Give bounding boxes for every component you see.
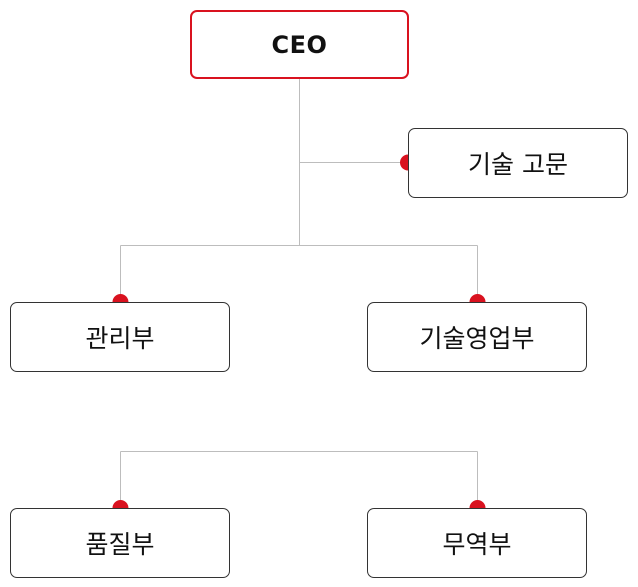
ceo-box: CEO: [190, 10, 409, 79]
management-department-label: 관리부: [85, 324, 155, 353]
ceo-label: CEO: [271, 30, 328, 59]
quality-department-label: 품질부: [85, 530, 155, 559]
quality-department-box: 품질부: [10, 508, 230, 578]
technical-advisor-label: 기술 고문: [468, 150, 568, 179]
trade-department-label: 무역부: [442, 530, 512, 559]
technical-advisor-box: 기술 고문: [408, 128, 628, 198]
management-department-box: 관리부: [10, 302, 230, 372]
trade-department-box: 무역부: [367, 508, 587, 578]
technical-sales-department-label: 기술영업부: [419, 324, 535, 353]
technical-sales-department-box: 기술영업부: [367, 302, 587, 372]
